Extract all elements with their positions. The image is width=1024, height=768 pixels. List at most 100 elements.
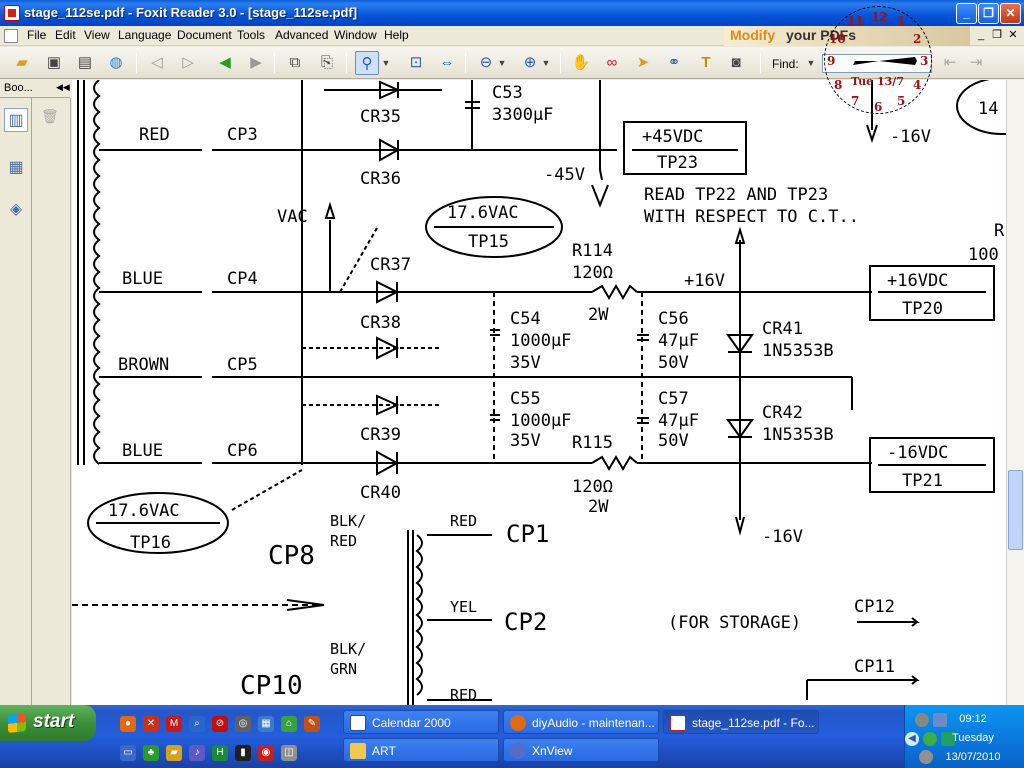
label-r115: R115 — [572, 433, 613, 453]
tray-settings-icon[interactable] — [915, 713, 929, 727]
snapshot-camera-icon[interactable]: ◙ — [731, 54, 741, 71]
pages-panel-icon[interactable]: ▦ — [8, 159, 24, 176]
save-icon[interactable]: ▣ — [46, 54, 62, 71]
label-c56-value: 47µF — [658, 331, 699, 351]
vertical-scrollbar[interactable] — [1006, 80, 1024, 705]
delete-bookmark-icon[interactable]: 🗑 — [41, 108, 59, 124]
media-quicklaunch-icon[interactable]: ♪ — [189, 745, 205, 761]
text-select-icon[interactable]: T — [701, 54, 711, 71]
zoom-out-dropdown-icon[interactable]: ▼ — [497, 58, 507, 68]
doc-minimize-button[interactable]: _ — [977, 29, 985, 41]
desktop-clock: 12 1 2 3 4 5 6 7 8 9 10 11 Tue 13/7 — [824, 6, 932, 114]
zoom-in-dropdown-icon[interactable]: ▼ — [541, 58, 551, 68]
bookmarks-panel-icon[interactable]: ▥ — [4, 108, 28, 132]
tray-app-icon[interactable] — [941, 732, 955, 746]
label-vac: VAC — [277, 207, 308, 227]
menu-window[interactable]: Window — [334, 28, 377, 42]
label-r-edge: R — [994, 221, 1005, 241]
zoom-out-icon[interactable]: ⊖ — [479, 54, 493, 71]
document-view[interactable]: RED CP3 CR35 CR36 C53 3300µF -45V +45VDC… — [72, 80, 1006, 705]
misc-quicklaunch-icon[interactable]: ◫ — [281, 745, 297, 761]
h-quicklaunch-icon[interactable]: H — [212, 745, 228, 761]
taskbar-button-calendar[interactable]: Calendar 2000 — [343, 710, 499, 734]
search-quicklaunch-icon[interactable]: ⌕ — [189, 716, 205, 732]
read-mode-icon[interactable]: ∞ — [606, 54, 618, 71]
document-icon[interactable] — [4, 29, 18, 43]
menu-view[interactable]: View — [84, 28, 110, 42]
label-red-cp3: RED — [139, 125, 170, 145]
label-cr37: CR37 — [370, 255, 411, 275]
close-button[interactable]: ✕ — [1000, 3, 1021, 24]
folder-quicklaunch-icon[interactable]: ▰ — [166, 745, 182, 761]
tray-network-icon[interactable] — [933, 713, 947, 727]
fit-width-icon[interactable]: ⇔ — [439, 54, 455, 71]
select-arrow-icon[interactable]: ➤ — [636, 54, 650, 71]
paste-icon[interactable]: ⎘ — [320, 54, 333, 71]
menu-help[interactable]: Help — [384, 28, 409, 42]
label-cp2: CP2 — [504, 608, 547, 636]
menu-edit[interactable]: Edit — [55, 28, 76, 42]
previous-page-icon[interactable]: ◁ — [151, 54, 163, 71]
binoculars-icon[interactable]: ⚭ — [667, 54, 681, 71]
print-icon[interactable]: ▤ — [77, 54, 93, 71]
firefox-window-icon — [510, 715, 526, 731]
desktop-quicklaunch-icon[interactable]: ▭ — [120, 745, 136, 761]
scrollbar-thumb[interactable] — [1008, 470, 1023, 550]
start-button[interactable]: start — [0, 705, 96, 741]
label-r114: R114 — [572, 241, 613, 261]
minimize-button[interactable]: _ — [956, 3, 977, 24]
taskbar-button-xnview[interactable]: XnView — [503, 738, 659, 762]
label-17-6vac-tp16: 17.6VAC — [108, 501, 180, 521]
menu-tools[interactable]: Tools — [237, 28, 266, 42]
hand-tool-icon[interactable]: ✋ — [571, 54, 591, 71]
label-blk-red-1: BLK/ — [330, 512, 366, 530]
label-cp3: CP3 — [227, 125, 258, 145]
menu-language[interactable]: Language — [118, 28, 172, 42]
zoom-in-icon[interactable]: ⊕ — [523, 54, 537, 71]
tray-volume-icon[interactable] — [919, 750, 933, 764]
network-quicklaunch-icon[interactable]: ▦ — [258, 716, 274, 732]
go-forward-icon[interactable]: ▶ — [250, 54, 262, 71]
go-back-icon[interactable]: ◀ — [219, 54, 231, 71]
firefox-quicklaunch-icon[interactable]: ● — [120, 716, 136, 732]
maximize-button[interactable]: ❐ — [978, 3, 999, 24]
taskbar-button-art[interactable]: ART — [343, 738, 499, 762]
fit-page-icon[interactable]: ⊡ — [409, 54, 423, 71]
taskbar-button-foxit[interactable]: stage_112se.pdf - Fo... — [663, 710, 819, 734]
label-cr41: CR41 — [762, 319, 803, 339]
tray-time[interactable]: 09:12 — [959, 713, 987, 725]
green-quicklaunch-icon[interactable]: ♣ — [143, 745, 159, 761]
gmail-quicklaunch-icon[interactable]: M — [166, 716, 182, 732]
layers-panel-icon[interactable]: ◈ — [9, 201, 23, 218]
next-page-icon[interactable]: ▷ — [182, 54, 194, 71]
open-folder-icon[interactable]: ▰ — [16, 54, 28, 71]
taskbar-button-diyaudio[interactable]: diyAudio - maintenan... — [503, 710, 659, 734]
pdf-app-icon[interactable] — [4, 5, 20, 21]
tray-expand-icon[interactable]: ◀ — [905, 732, 919, 746]
red-quicklaunch-icon[interactable]: ◉ — [258, 745, 274, 761]
tools-quicklaunch-icon[interactable]: ✎ — [304, 716, 320, 732]
menu-document[interactable]: Document — [177, 28, 232, 42]
label-cp11: CP11 — [854, 657, 895, 677]
zoom-tool-icon[interactable]: ⚲ — [355, 51, 379, 75]
app-quicklaunch-icon[interactable]: ✕ — [143, 716, 159, 732]
menu-file[interactable]: File — [27, 28, 47, 42]
email-globe-icon[interactable]: ◍ — [109, 54, 123, 71]
find-options-dropdown-icon[interactable]: ▼ — [806, 58, 816, 68]
find-next-icon[interactable]: ⇥ — [969, 54, 983, 71]
tray-green-icon[interactable] — [923, 732, 937, 746]
menu-advanced[interactable]: Advanced — [275, 28, 329, 42]
doc-close-button[interactable]: ✕ — [1008, 29, 1018, 41]
label-cp12: CP12 — [854, 597, 895, 617]
zoom-dropdown-icon[interactable]: ▼ — [381, 58, 391, 68]
blocked-quicklaunch-icon[interactable]: ⊘ — [212, 716, 228, 732]
phone-quicklaunch-icon[interactable]: ▮ — [235, 745, 251, 761]
copy-icon[interactable]: ⧉ — [289, 54, 301, 71]
label-cp8: CP8 — [268, 541, 315, 571]
doc-restore-button[interactable]: ❐ — [992, 29, 1002, 41]
disc-quicklaunch-icon[interactable]: ◎ — [235, 716, 251, 732]
collapse-panel-button[interactable]: ◀◀ — [56, 82, 70, 92]
find-previous-icon[interactable]: ⇤ — [943, 54, 957, 71]
home-quicklaunch-icon[interactable]: ⌂ — [281, 716, 297, 732]
window-title: stage_112se.pdf - Foxit Reader 3.0 - [st… — [24, 5, 358, 20]
